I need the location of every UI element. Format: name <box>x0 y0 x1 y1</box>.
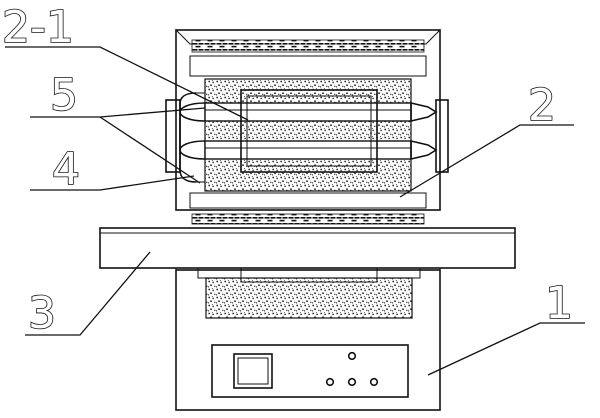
callout-3: 3 <box>28 288 56 339</box>
control-knob <box>347 351 357 361</box>
control-knob <box>369 377 379 387</box>
control-panel <box>211 344 409 398</box>
display-screen <box>233 353 273 389</box>
callout-4: 4 <box>52 144 80 195</box>
sample-chamber <box>240 89 378 173</box>
control-knob <box>347 377 357 387</box>
callout-5: 5 <box>50 70 78 121</box>
callout-2-1: 2-1 <box>2 2 74 53</box>
control-knob <box>325 377 335 387</box>
callout-1: 1 <box>545 278 573 329</box>
heating-tubes <box>179 101 438 161</box>
middle-brick-strip <box>191 213 425 225</box>
furnace-base <box>175 267 441 411</box>
callout-2: 2 <box>528 80 556 131</box>
leader-lines <box>5 46 585 376</box>
